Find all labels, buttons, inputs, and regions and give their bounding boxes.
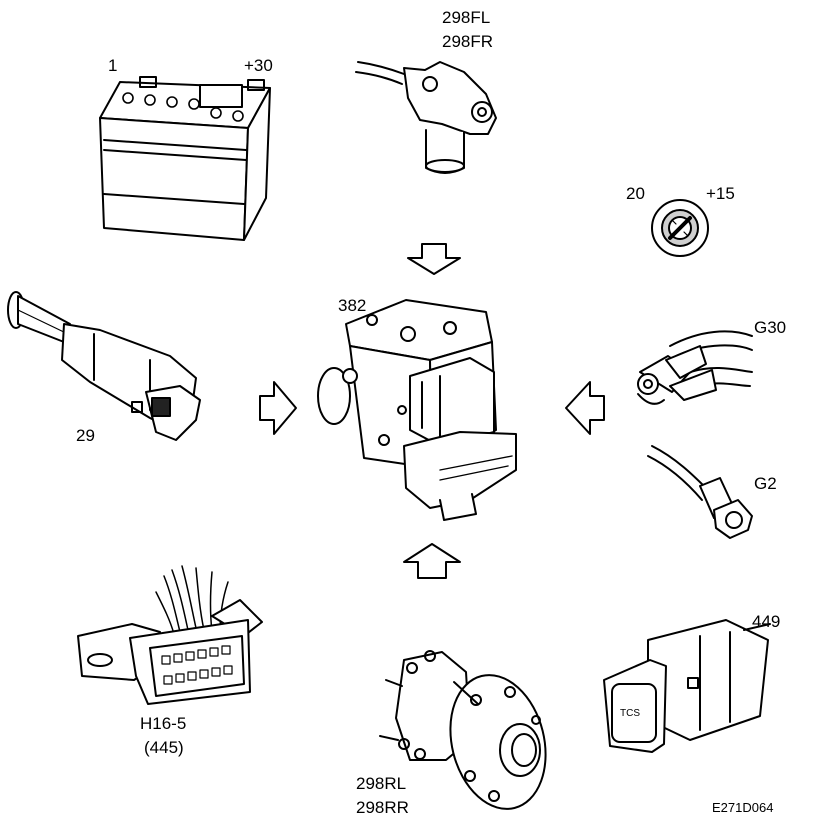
battery-illustration <box>99 76 271 241</box>
tcs-switch-label: 449 <box>752 612 781 631</box>
front-sensor-right-label: 298FR <box>442 32 494 51</box>
ignition-ref-label: 20 <box>626 184 645 203</box>
arrow-right-icon <box>259 381 297 435</box>
ignition-terminal-label: +15 <box>706 184 735 203</box>
arrow-down-icon <box>407 243 461 275</box>
dlc-connector-alt-label: (445) <box>144 738 184 757</box>
figure-code-label: E271D064 <box>712 800 774 815</box>
brake-light-switch-illustration <box>7 291 201 441</box>
brake-switch-label: 29 <box>76 426 95 445</box>
ignition-switch-illustration <box>651 199 709 257</box>
arrow-up-icon <box>403 543 461 579</box>
ground-g2-label: G2 <box>754 474 777 493</box>
front-wheel-sensor-illustration <box>355 61 497 174</box>
ground-point-g2-illustration <box>647 445 753 539</box>
front-sensor-left-label: 298FL <box>442 8 491 27</box>
abs-unit-label: 382 <box>338 296 367 315</box>
tcs-button-text: TCS <box>620 708 640 719</box>
rear-sensor-left-label: 298RL <box>356 774 407 793</box>
battery-ref-label: 1 <box>108 56 118 75</box>
abs-hydraulic-unit-illustration <box>317 299 517 521</box>
rear-wheel-hub-illustration <box>379 650 547 810</box>
ground-g30-label: G30 <box>754 318 787 337</box>
dlc-connector-label: H16-5 <box>140 714 187 733</box>
arrow-left-icon <box>565 381 605 435</box>
battery-terminal-label: +30 <box>244 56 273 75</box>
rear-sensor-right-label: 298RR <box>356 798 409 817</box>
tcs-switch-illustration <box>603 619 771 753</box>
diagnostic-connector-illustration <box>77 565 263 705</box>
ground-point-g30-illustration <box>637 330 753 405</box>
